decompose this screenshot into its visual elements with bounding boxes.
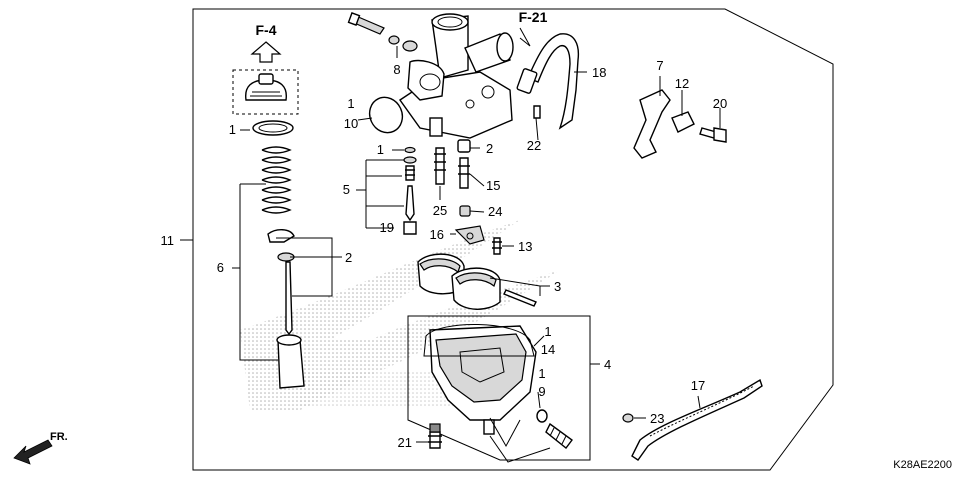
callout-20[interactable]: 20 — [713, 96, 727, 111]
callout-13[interactable]: 13 — [518, 239, 532, 254]
callout-7[interactable]: 7 — [656, 58, 663, 73]
slow-jet — [434, 147, 446, 185]
callout-21[interactable]: 21 — [398, 435, 412, 450]
float — [417, 253, 501, 310]
tube-clip — [533, 105, 541, 119]
ref-f21-label: F-21 — [519, 9, 548, 25]
float-chamber — [429, 325, 537, 435]
callout-14[interactable]: 14 — [541, 342, 555, 357]
callout-6[interactable]: 6 — [217, 260, 224, 275]
callout-1-gasket[interactable]: 1 — [544, 324, 551, 339]
carburetor-body — [399, 13, 514, 139]
callouts: 11 1 6 2 8 1 10 18 7 12 20 22 1 5 19 2 1… — [161, 58, 728, 450]
choke-plate — [671, 111, 695, 133]
callout-2-holder[interactable]: 2 — [486, 141, 493, 156]
screw-spring — [388, 35, 400, 45]
jet-parts-set — [403, 146, 417, 235]
callout-1-drain[interactable]: 1 — [538, 366, 545, 381]
group-frame — [192, 8, 834, 471]
throttle-valve — [276, 334, 305, 389]
callout-12[interactable]: 12 — [675, 76, 689, 91]
callout-19[interactable]: 19 — [380, 220, 394, 235]
drain-screw — [428, 431, 442, 449]
drain-plug — [545, 422, 573, 449]
callout-22[interactable]: 22 — [527, 138, 541, 153]
callout-9[interactable]: 9 — [538, 384, 545, 399]
ref-f4[interactable]: F-4 — [250, 22, 282, 63]
float-chamber-frame — [407, 315, 591, 461]
throttle-spring — [261, 146, 292, 214]
callout-2-clip[interactable]: 2 — [345, 250, 352, 265]
callout-8[interactable]: 8 — [393, 62, 400, 77]
callout-15[interactable]: 15 — [486, 178, 500, 193]
drain-tube — [631, 378, 763, 461]
cap-o-ring — [252, 120, 294, 136]
callout-25[interactable]: 25 — [433, 203, 447, 218]
leader-lines — [180, 46, 721, 463]
jet-holder-cap — [457, 139, 471, 153]
ref-f4-label: F-4 — [256, 22, 277, 38]
insulator-o-ring — [368, 96, 404, 134]
drain-o-ring — [536, 409, 548, 423]
needle-retainer — [267, 229, 295, 243]
callout-10[interactable]: 10 — [344, 116, 358, 131]
needle-jet-holder — [458, 157, 470, 189]
choke-lever — [633, 89, 671, 159]
up-arrow-icon — [250, 41, 282, 63]
callout-16[interactable]: 16 — [430, 227, 444, 242]
callout-3[interactable]: 3 — [554, 279, 561, 294]
callout-23[interactable]: 23 — [650, 411, 664, 426]
carb-top-cap — [232, 69, 299, 115]
float-valve-seat — [454, 225, 485, 245]
callout-11[interactable]: 11 — [161, 233, 175, 248]
float-pin — [503, 289, 537, 307]
front-direction-arrow-icon — [13, 439, 53, 465]
callout-17[interactable]: 17 — [691, 378, 705, 393]
float-chamber-gasket — [423, 324, 535, 357]
ref-f21-leader — [519, 27, 531, 47]
air-screw — [492, 237, 502, 255]
diagram-code: K28AE2200 — [893, 459, 952, 471]
callout-1-insulator[interactable]: 1 — [347, 96, 354, 111]
callout-1-jet[interactable]: 1 — [377, 142, 384, 157]
tube-clamp — [622, 413, 634, 423]
callout-24[interactable]: 24 — [488, 204, 502, 219]
front-direction-label: FR. — [50, 431, 68, 443]
main-jet — [459, 205, 471, 217]
jet-needle — [285, 261, 293, 336]
callout-4[interactable]: 4 — [604, 357, 611, 372]
callout-18[interactable]: 18 — [592, 65, 606, 80]
callout-5[interactable]: 5 — [343, 182, 350, 197]
ref-f21[interactable]: F-21 — [519, 9, 548, 47]
callout-1-o-ring[interactable]: 1 — [229, 122, 236, 137]
breather-tube — [527, 33, 580, 130]
front-direction: FR. — [13, 431, 68, 465]
